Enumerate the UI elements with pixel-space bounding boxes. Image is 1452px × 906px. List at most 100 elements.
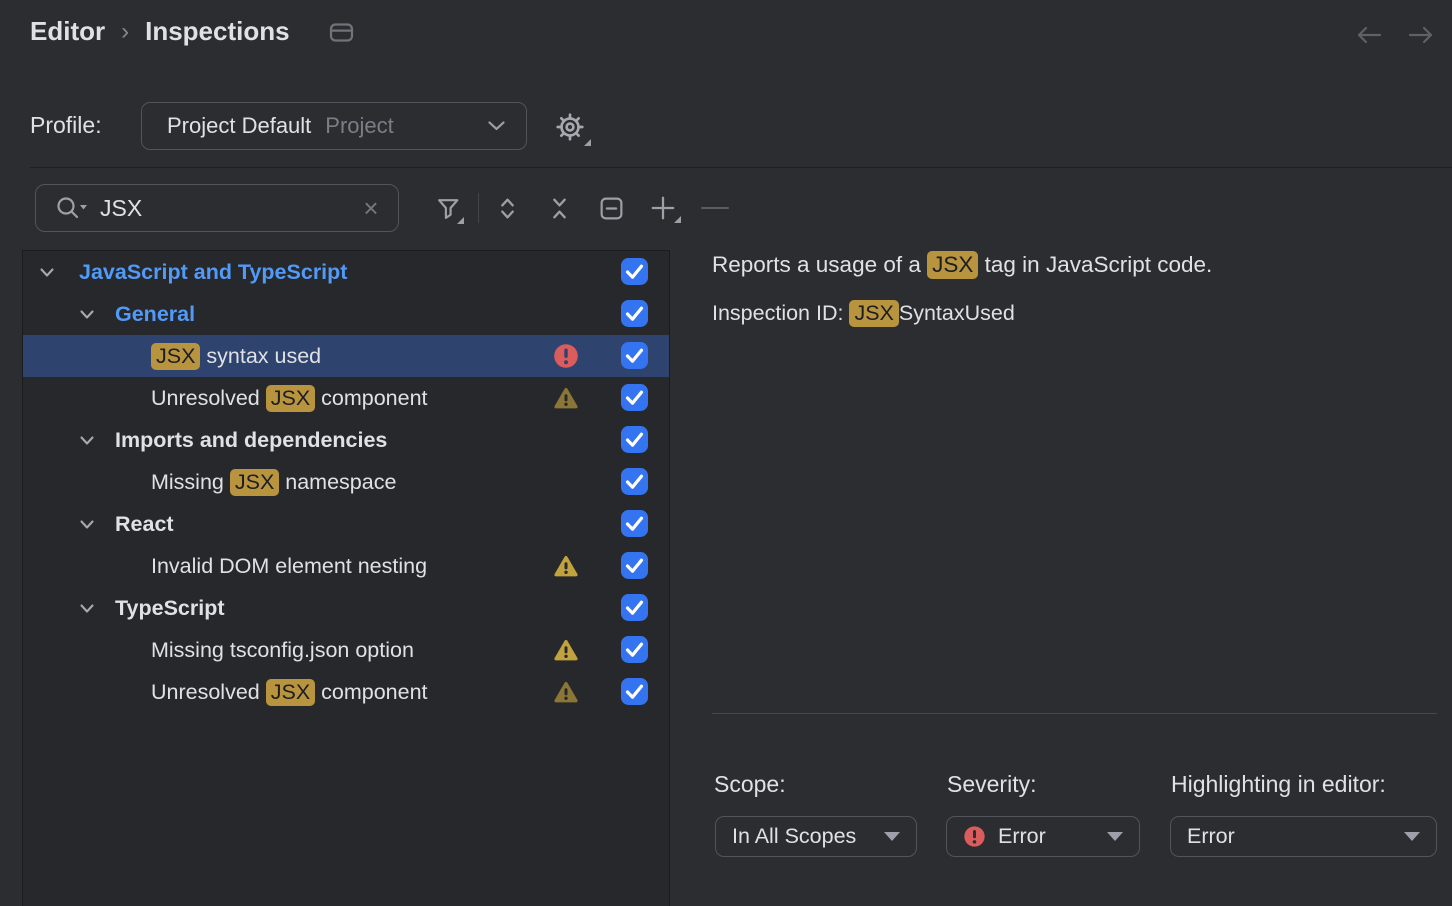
severity-value: Error: [998, 824, 1046, 848]
dropdown-corner-icon: [584, 139, 591, 146]
scope-value: In All Scopes: [732, 824, 857, 848]
inspection-id-label: Inspection ID:: [712, 301, 850, 325]
inspection-checkbox[interactable]: [621, 426, 648, 453]
chevron-down-icon[interactable]: [39, 267, 63, 278]
tree-row[interactable]: JSX syntax used: [23, 335, 669, 377]
profile-value: Project Default: [167, 113, 312, 138]
search-match-highlight: JSX: [927, 251, 979, 279]
inspection-checkbox[interactable]: [621, 594, 648, 621]
text-segment: Unresolved: [151, 679, 266, 704]
tree-row-label: Missing JSX namespace: [151, 468, 396, 496]
tree-row-label: TypeScript: [115, 596, 225, 621]
inspection-checkbox[interactable]: [621, 468, 648, 495]
text-segment: SyntaxUsed: [898, 301, 1015, 325]
tree-row[interactable]: Invalid DOM element nesting: [23, 545, 669, 587]
tree-row-label: JSX syntax used: [151, 342, 322, 370]
caret-down-icon: [1107, 832, 1123, 841]
highlighting-value: Error: [1187, 824, 1235, 848]
warning-severity-icon: [553, 637, 579, 663]
inspection-checkbox[interactable]: [621, 258, 648, 285]
inspection-checkbox[interactable]: [621, 552, 648, 579]
add-icon[interactable]: [645, 188, 681, 228]
chevron-down-icon[interactable]: [79, 603, 103, 614]
scope-dropdown[interactable]: In All Scopes: [715, 816, 917, 857]
caret-down-icon: [884, 832, 900, 841]
text-segment: General: [115, 301, 196, 326]
warning-severity-icon: [553, 679, 579, 705]
chevron-down-icon[interactable]: [79, 435, 103, 446]
text-segment: tag in JavaScript code.: [978, 252, 1213, 277]
back-arrow-icon[interactable]: [1354, 22, 1384, 48]
details-divider: [712, 713, 1437, 714]
warning-severity-icon: [553, 553, 579, 579]
inspection-checkbox[interactable]: [621, 678, 648, 705]
text-segment: Invalid DOM element nesting: [151, 553, 428, 578]
chevron-down-icon: [487, 120, 506, 132]
collapse-all-icon[interactable]: [541, 188, 577, 228]
tree-row-label: General: [115, 302, 195, 327]
warning-severity-icon: [553, 385, 579, 411]
text-segment: Missing: [151, 469, 230, 494]
forward-arrow-icon[interactable]: [1406, 22, 1436, 48]
tree-row-label: JavaScript and TypeScript: [79, 260, 347, 285]
search-match-highlight: JSX: [265, 384, 316, 412]
text-segment: Missing tsconfig.json option: [151, 637, 414, 662]
search-match-highlight: JSX: [265, 678, 316, 706]
severity-dropdown[interactable]: Error: [946, 816, 1140, 857]
search-box[interactable]: ×: [35, 184, 399, 232]
highlighting-label: Highlighting in editor:: [1171, 771, 1386, 797]
tree-row[interactable]: JavaScript and TypeScript: [23, 251, 669, 293]
inspection-checkbox[interactable]: [621, 636, 648, 663]
tree-row-label: Invalid DOM element nesting: [151, 554, 427, 579]
breadcrumb-item-editor[interactable]: Editor: [30, 16, 106, 46]
tree-row[interactable]: React: [23, 503, 669, 545]
tree-row[interactable]: Missing JSX namespace: [23, 461, 669, 503]
text-segment: syntax used: [200, 343, 322, 368]
more-dash-icon: [697, 188, 733, 228]
filter-icon[interactable]: [430, 188, 466, 228]
breadcrumb-item-inspections[interactable]: Inspections: [145, 16, 290, 46]
remove-boxed-icon[interactable]: [593, 188, 629, 228]
search-icon[interactable]: [54, 194, 88, 222]
chevron-down-icon[interactable]: [79, 309, 103, 320]
tree-row-label: React: [115, 512, 174, 537]
breadcrumb: Editor › Inspections: [30, 16, 290, 47]
chevron-down-icon[interactable]: [79, 519, 103, 530]
tree-row[interactable]: Unresolved JSX component: [23, 377, 669, 419]
expand-all-icon[interactable]: [489, 188, 525, 228]
severity-label: Severity:: [947, 771, 1037, 797]
tree-row[interactable]: Imports and dependencies: [23, 419, 669, 461]
inspection-checkbox[interactable]: [621, 510, 648, 537]
tree-row[interactable]: TypeScript: [23, 587, 669, 629]
inspection-checkbox[interactable]: [621, 384, 648, 411]
tree-row-label: Unresolved JSX component: [151, 384, 428, 412]
tree-row-label: Imports and dependencies: [115, 428, 387, 453]
caret-down-icon: [1404, 832, 1420, 841]
highlighting-dropdown[interactable]: Error: [1170, 816, 1437, 857]
tree-row[interactable]: Unresolved JSX component: [23, 671, 669, 713]
text-segment: JavaScript and TypeScript: [79, 259, 348, 284]
text-segment: Imports and dependencies: [115, 427, 388, 452]
clear-icon[interactable]: ×: [363, 193, 379, 223]
text-segment: Reports a usage of a: [712, 252, 928, 277]
tree-row-label: Missing tsconfig.json option: [151, 638, 414, 663]
breadcrumb-separator: ›: [121, 17, 130, 45]
text-segment: React: [115, 511, 174, 536]
inspection-checkbox[interactable]: [621, 342, 648, 369]
profile-dropdown[interactable]: Project Default Project: [141, 102, 527, 150]
gear-icon[interactable]: [549, 106, 591, 148]
search-match-highlight: JSX: [151, 342, 201, 370]
inspection-checkbox[interactable]: [621, 300, 648, 327]
tree-row[interactable]: General: [23, 293, 669, 335]
toolbar-separator: [478, 193, 479, 223]
text-segment: TypeScript: [115, 595, 225, 620]
inspection-description: Reports a usage of a JSX tag in JavaScri…: [712, 251, 1213, 279]
search-match-highlight: JSX: [229, 468, 280, 496]
search-input[interactable]: [100, 194, 310, 222]
tree-row-label: Unresolved JSX component: [151, 678, 428, 706]
error-severity-icon: [553, 343, 579, 369]
search-match-highlight: JSX: [849, 300, 899, 327]
tree-row[interactable]: Missing tsconfig.json option: [23, 629, 669, 671]
